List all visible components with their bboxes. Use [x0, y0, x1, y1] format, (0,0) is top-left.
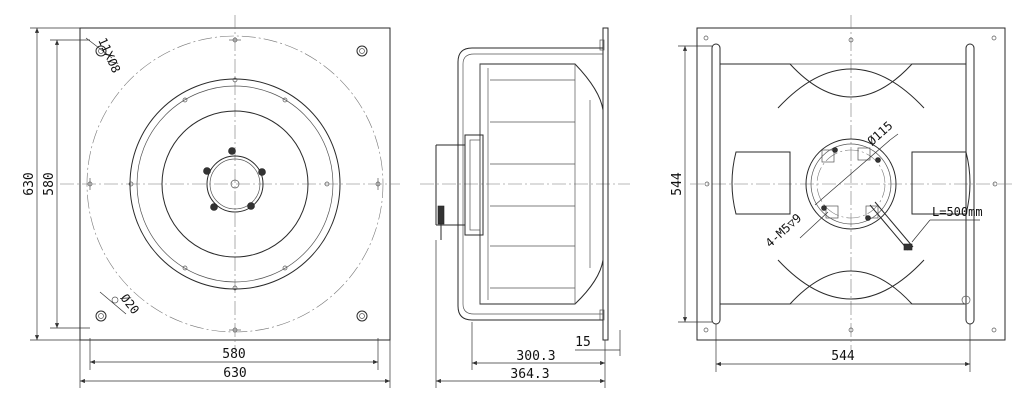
- dim-15-label: 15: [575, 335, 591, 350]
- dim-580-height-label: 580: [42, 172, 57, 195]
- rear-arc-top: [777, 68, 925, 109]
- front-hub-screw-icon: [210, 203, 218, 211]
- rear-screw-icon: [821, 205, 827, 211]
- rear-cable: [874, 201, 914, 248]
- rear-dia-leader: [814, 139, 891, 206]
- front-hub-screw-icon: [247, 202, 255, 210]
- side-plate-nut: [599, 39, 605, 51]
- rear-hole-marks: [703, 35, 998, 333]
- front-hub-screw-icon: [228, 147, 236, 155]
- rear-screw-icon: [865, 215, 871, 221]
- front-hub-outer: [206, 155, 264, 213]
- rear-motor-fins: [821, 147, 879, 219]
- rear-screw-icon: [832, 147, 838, 153]
- dim-364-3-label: 364.3: [510, 367, 549, 382]
- rear-thread-circle: [816, 149, 886, 219]
- rear-motor-hub-inner: [810, 143, 892, 225]
- side-motor-inner: [469, 139, 481, 231]
- dim-544-width-label: 544: [831, 349, 855, 364]
- dim-630-height-label: 630: [22, 172, 37, 195]
- side-impeller-blades: [490, 79, 575, 289]
- front-corner-nut-icon: [356, 310, 368, 322]
- rear-window-left: [731, 151, 791, 215]
- dia-115-label: Ø115: [865, 118, 896, 148]
- dim-300-3-label: 300.3: [516, 349, 555, 364]
- front-view: 580 630 630 580 11ⅩØ8 Ø20: [22, 15, 400, 388]
- dia-20-label: Ø20: [118, 291, 142, 317]
- thread-note-label: 4-M5▽9: [763, 211, 805, 250]
- front-hub-center: [230, 179, 240, 189]
- side-frame-rod: [457, 47, 603, 321]
- rear-cable-leader: [911, 219, 931, 243]
- dim-580-width-label: 580: [222, 347, 245, 362]
- front-hole-leader: [85, 37, 113, 59]
- rear-screw-icon: [875, 157, 881, 163]
- side-motor-body: [464, 134, 484, 236]
- front-inlet-ring-outer: [129, 78, 341, 290]
- rear-arc-bottom: [777, 259, 925, 300]
- front-corner-nut-icon: [356, 45, 368, 57]
- rear-cable-end-icon: [903, 243, 913, 251]
- dim-544-height-label: 544: [670, 172, 685, 196]
- cable-length-label: L=500mm: [932, 205, 983, 219]
- rear-cable: [869, 204, 909, 251]
- rear-window-right: [911, 151, 971, 215]
- rear-dia-leader: [889, 133, 899, 141]
- dim-630-width-label: 630: [223, 366, 246, 381]
- front-corner-nut-icon: [95, 45, 107, 57]
- side-view: 300.3 364.3 15: [420, 27, 630, 388]
- rear-thread-leader: [799, 211, 829, 239]
- front-hub-screw-icon: [258, 168, 266, 176]
- front-dia20-leader: [99, 291, 127, 315]
- side-frame-rod-inner: [462, 53, 603, 315]
- side-impeller-body: [479, 63, 604, 305]
- front-hub-inner: [209, 158, 261, 210]
- front-inlet-ring-inner: [161, 110, 309, 258]
- front-corner-nut-icon: [95, 310, 107, 322]
- rear-view: 544 544 Ø115 4-M5▽9 L=500mm: [670, 15, 1012, 372]
- front-hub-screw-icon: [203, 167, 211, 175]
- front-inlet-ring-mid: [136, 85, 334, 283]
- front-hole-marks: [87, 37, 381, 333]
- rear-motor-hub: [805, 138, 897, 230]
- side-cable-gland-icon: [437, 205, 445, 225]
